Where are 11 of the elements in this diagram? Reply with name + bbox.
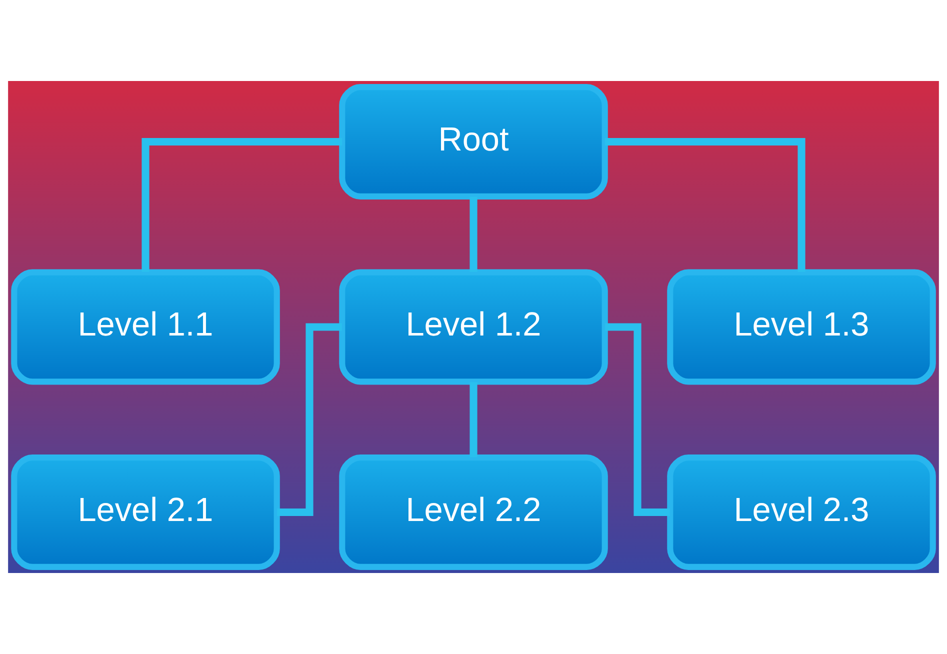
connector [470,382,478,458]
node-box: Level 2.1 [11,454,280,570]
connector [142,138,342,272]
connector [605,138,806,272]
node-box: Level 2.2 [339,454,608,570]
node-box: Level 1.3 [667,269,936,385]
node-box: Level 1.1 [11,269,280,385]
connector [470,196,478,272]
node-box: Root [339,84,608,200]
node-box: Level 2.3 [667,454,936,570]
node-box: Level 1.2 [339,269,608,385]
